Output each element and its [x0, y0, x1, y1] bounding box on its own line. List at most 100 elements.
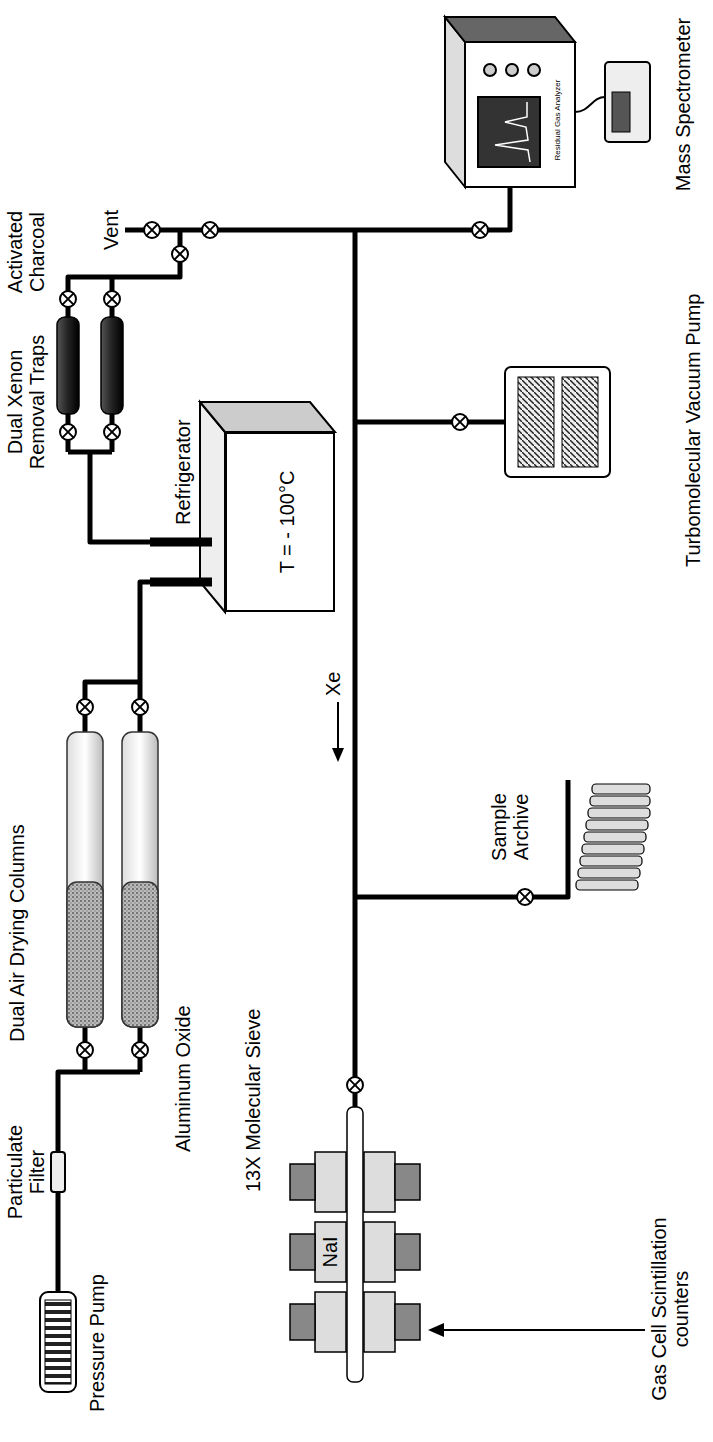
valves-part	[60, 424, 76, 440]
xenon-flow-arrow-part	[332, 748, 344, 762]
mass-spectrometer-part	[478, 97, 540, 167]
turbo-pump-part	[518, 377, 554, 467]
mass-spectrometer-part	[575, 97, 605, 112]
mass-spectrometer	[445, 17, 650, 187]
refrigerator-body-part	[150, 578, 212, 587]
valves-part	[132, 699, 148, 715]
gas-cell-counters-part	[315, 1222, 346, 1282]
turbo-pump	[505, 367, 610, 477]
mass-spectrometer-part	[445, 17, 575, 42]
gas-cell-counters-part	[290, 1164, 315, 1200]
detector-text: NaI	[319, 1222, 341, 1282]
pressure-pump	[40, 1292, 76, 1392]
sample-archive-part	[590, 796, 650, 806]
valves-part	[77, 1042, 93, 1058]
gas-cell-counters-part	[290, 1234, 315, 1270]
drying-columns-part	[67, 732, 103, 1027]
gas-cell-counters-part	[395, 1304, 420, 1340]
mass-spectrometer-part	[465, 42, 575, 187]
sample-archive	[576, 784, 650, 890]
mass-spectrometer-part	[605, 62, 650, 142]
part-label: Dual Xenon Removal Traps	[4, 327, 48, 477]
sample-archive-part	[592, 784, 650, 794]
particulate-filter	[51, 1152, 65, 1192]
mass-spectrometer-part	[445, 17, 465, 187]
gas-cell-counters-part	[315, 1292, 346, 1352]
valves-part	[144, 222, 160, 238]
pipes-part	[355, 780, 568, 897]
sample-archive-part	[586, 820, 648, 830]
sample-archive-part	[582, 844, 644, 854]
mass-spectrometer-part	[528, 64, 540, 76]
part-label: Dual Air Drying Columns	[6, 824, 28, 1042]
part-label: Sample Archive	[488, 782, 532, 872]
gas-cell-counters-part	[315, 1152, 346, 1212]
gas-cell-counters-part	[290, 1304, 315, 1340]
box-heading: Refrigerator	[172, 419, 194, 525]
gas-cell-counters-part	[347, 1107, 363, 1382]
sample-archive-part	[584, 832, 646, 842]
counters-pointer-arrow-part	[428, 1323, 444, 1337]
valves-part	[77, 699, 93, 715]
gas-cell-counters-part	[364, 1292, 395, 1352]
part-label: Pressure Pump	[86, 1274, 108, 1412]
valves-part	[132, 1042, 148, 1058]
pipes-part	[355, 420, 505, 425]
refrigerator-body-part	[150, 538, 212, 547]
valves-part	[472, 222, 488, 238]
sample-archive-part	[588, 808, 650, 818]
pipes-part	[85, 582, 205, 732]
gas-cell-counters-part	[395, 1164, 420, 1200]
xenon-traps	[57, 317, 123, 414]
refrigerator-box: RefrigeratorT = - 100°C	[225, 432, 335, 612]
gas-cell-counters-part	[395, 1234, 420, 1270]
gas-cell-counters-part	[364, 1222, 395, 1282]
mass-spectrometer-part	[612, 92, 630, 132]
part-label: Turbomolecular Vacuum Pump	[682, 294, 704, 567]
valves-part	[104, 424, 120, 440]
gas-cell-counters	[290, 1107, 420, 1382]
valves	[60, 222, 533, 1093]
part-label: Vent	[100, 210, 122, 250]
counters-pointer-arrow	[428, 1323, 645, 1337]
pressure-pump-part	[45, 1300, 71, 1384]
material-label: 13X Molecular Sieve	[242, 1009, 264, 1192]
material-label: Aluminum Oxide	[172, 1005, 194, 1152]
sample-archive-part	[580, 856, 642, 866]
box-text: T = - 100°C	[276, 434, 298, 610]
drying-columns-part	[122, 732, 158, 1027]
pipes	[58, 187, 568, 1292]
mass-spectrometer-part	[495, 102, 530, 162]
drying-columns-part	[122, 882, 158, 1027]
refrigerator-body	[150, 402, 335, 612]
mass-spectrometer-part	[484, 64, 496, 76]
valves-part	[104, 291, 120, 307]
drying-columns-part	[67, 882, 103, 1027]
turbo-pump-part	[562, 377, 598, 467]
sample-archive-part	[576, 880, 638, 890]
valves-part	[172, 246, 188, 262]
part-label: Gas Cell Scintillation counters	[648, 1184, 692, 1434]
xenon-traps-part	[57, 317, 79, 414]
xenon-traps-part	[101, 317, 123, 414]
part-label: Mass Spectrometer	[672, 17, 694, 192]
counters-pointer-arrow-part	[442, 1329, 645, 1331]
part-label: Particulate Filter	[4, 1114, 48, 1230]
xenon-flow-arrow-part	[337, 702, 339, 750]
gas-cell-counters-part	[364, 1152, 395, 1212]
turbo-pump-part	[505, 367, 610, 477]
refrigerator-body-part	[200, 402, 335, 432]
material-label: Activated Charcoal	[4, 202, 48, 302]
panel-text: Residual Gas Analyzer	[553, 60, 562, 180]
valves-part	[517, 889, 533, 905]
drying-columns	[67, 732, 158, 1027]
sample-archive-part	[578, 868, 640, 878]
xenon-flow-arrow	[332, 702, 344, 762]
pipes-part	[58, 1027, 140, 1292]
valves-part	[60, 291, 76, 307]
valves-part	[347, 1077, 363, 1093]
flow-label: Xe	[322, 672, 344, 696]
pipes-part	[68, 414, 205, 542]
valves-part	[452, 414, 468, 430]
